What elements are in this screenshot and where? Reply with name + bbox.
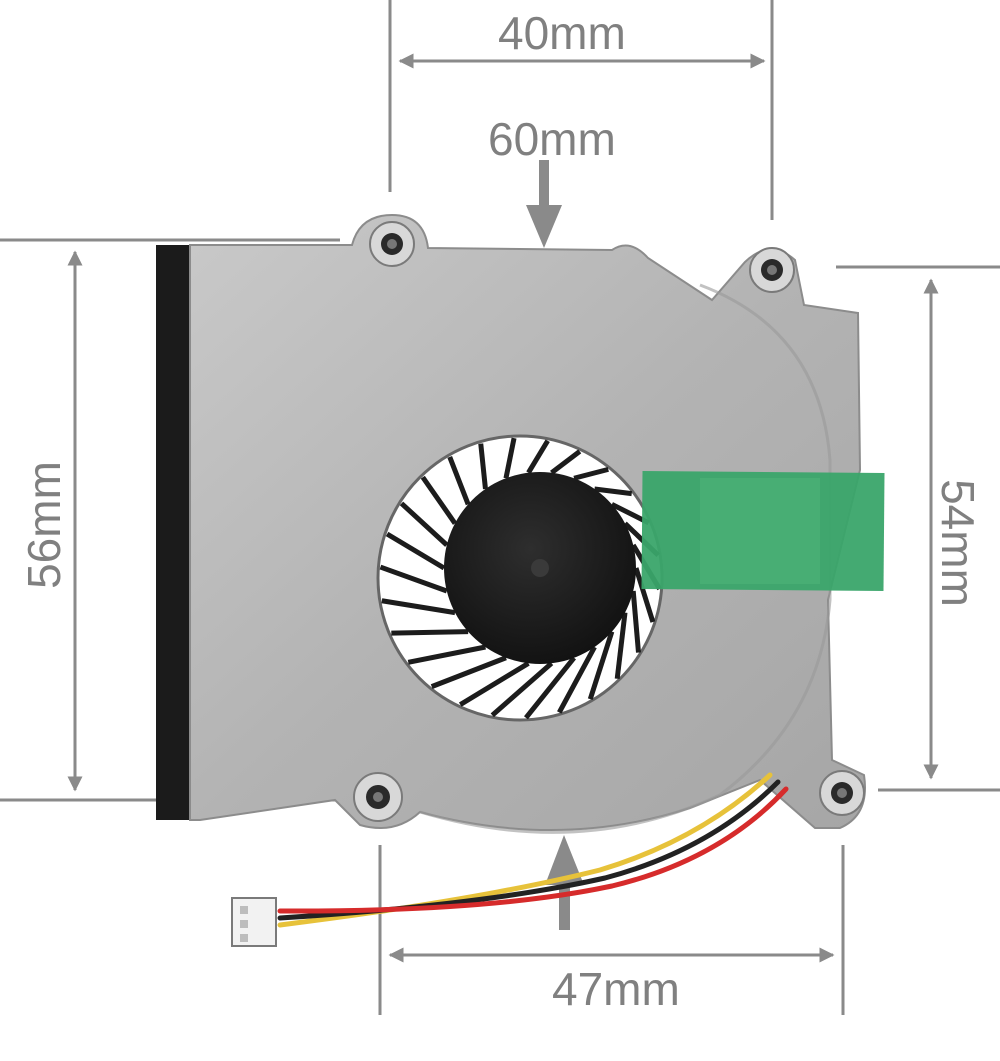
top-width-label: 40mm [498, 7, 626, 59]
fan-hub-center [531, 559, 549, 577]
bottom-width-label: 47mm [552, 963, 680, 1015]
fan-blade [407, 644, 486, 665]
wire-red [277, 786, 789, 914]
fan-blade [420, 475, 458, 525]
pointer-arrows [526, 160, 584, 930]
fan-blade [630, 590, 641, 653]
fan-blade [391, 629, 469, 636]
fan-body [156, 213, 885, 947]
left-height-label: 56mm [18, 461, 70, 589]
fan-blade [523, 656, 576, 720]
wire-connector-icon [231, 897, 277, 947]
fan-wires [277, 772, 789, 928]
screw-top-right-icon [749, 247, 795, 293]
pointer-arrow-top-head [526, 205, 562, 248]
fan-blade [458, 661, 530, 707]
fan-blade [381, 598, 456, 616]
pointer-arrow-bottom-head [545, 835, 584, 885]
fan-blade [614, 612, 628, 680]
green-tape-highlight [700, 478, 820, 584]
housing-rim [419, 283, 832, 834]
fan-blade [594, 486, 633, 497]
green-tape [641, 470, 885, 592]
fan-blade [573, 466, 609, 481]
pointer-arrow-top-shaft [539, 160, 549, 212]
fan-blade [478, 443, 488, 490]
fan-blade [447, 456, 471, 506]
screw-bottom-left-icon [353, 772, 403, 822]
fan-blade [587, 630, 615, 700]
fan-blade [550, 449, 582, 475]
fan-blade [526, 439, 550, 474]
fan-blade [379, 564, 448, 594]
screw-top-left-icon [369, 221, 415, 267]
pointer-arrow-bottom-shaft [559, 880, 570, 930]
fan-blade [557, 645, 597, 714]
fan-blade [503, 437, 517, 479]
fan-blade [430, 655, 507, 689]
fan-blade [399, 501, 449, 547]
inner-top-label: 60mm [488, 113, 616, 165]
fan-blade [385, 531, 446, 571]
fan-blade [633, 567, 656, 623]
screw-bottom-right-icon [819, 770, 865, 816]
right-height-label: 54mm [932, 479, 984, 607]
fan-blade [490, 661, 554, 718]
